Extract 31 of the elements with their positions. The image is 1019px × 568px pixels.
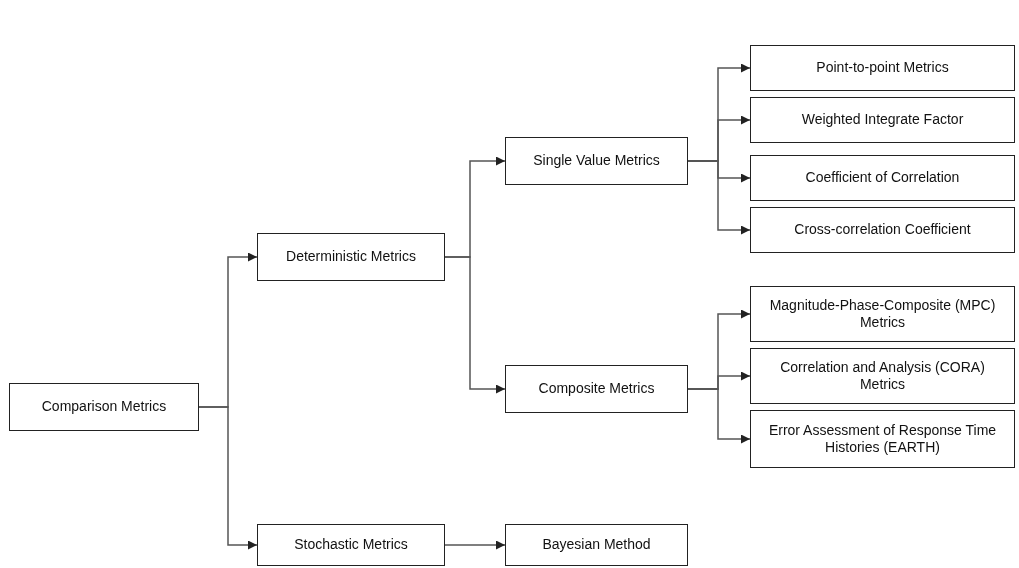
process-box	[750, 155, 1015, 201]
arrow	[444, 256, 506, 394]
box-label: Comparison Metrics	[41, 398, 167, 416]
box-label: Correlation and Analysis (CORA) Metrics	[779, 358, 986, 394]
process-box	[750, 410, 1015, 468]
process-box	[505, 137, 688, 185]
box-label: Stochastic Metrics	[294, 536, 408, 554]
arrow	[687, 388, 751, 444]
process-box	[257, 524, 445, 566]
arrow	[198, 406, 258, 550]
box-label: Magnitude-Phase-Composite (MPC) Metrics	[768, 296, 997, 332]
process-box	[257, 233, 445, 281]
arrow	[444, 540, 506, 550]
process-box	[750, 348, 1015, 404]
process-box	[750, 97, 1015, 143]
process-box	[505, 524, 688, 566]
process-box	[505, 365, 688, 413]
process-box	[9, 383, 199, 431]
box-label: Bayesian Method	[542, 536, 651, 554]
box-label: Composite Metrics	[538, 380, 655, 398]
box-label: Deterministic Metrics	[286, 248, 416, 266]
box-label: Error Assessment of Response Time Histories (EARTH)	[767, 421, 998, 457]
process-box	[750, 45, 1015, 91]
box-label: Weighted Integrate Factor	[801, 111, 964, 129]
box-label: Point-to-point Metrics	[816, 59, 949, 77]
process-box	[750, 207, 1015, 253]
box-label: Cross-correlation Coefficient	[794, 221, 971, 239]
process-box	[750, 286, 1015, 342]
box-label: Single Value Metrics	[533, 152, 660, 170]
arrow	[687, 160, 751, 235]
box-label: Coefficient of Correlation	[805, 169, 960, 187]
